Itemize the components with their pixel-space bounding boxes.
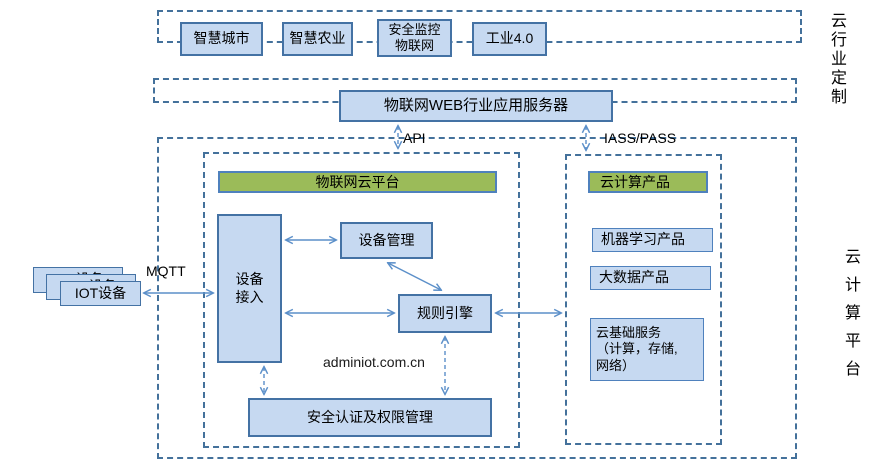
iot-device-front: IOT设备 xyxy=(60,281,141,306)
cloud-platform-container xyxy=(157,137,797,459)
node-big-data: 大数据产品 xyxy=(590,266,711,290)
node-auth-permission: 安全认证及权限管理 xyxy=(248,398,492,437)
node-security-monitoring-iot: 安全监控 物联网 xyxy=(377,19,452,57)
node-device-access: 设备 接入 xyxy=(217,214,282,363)
node-device-management: 设备管理 xyxy=(340,222,433,259)
node-smart-city: 智慧城市 xyxy=(180,22,263,56)
cloud-products-container xyxy=(565,154,722,445)
node-rule-engine: 规则引擎 xyxy=(398,294,492,333)
mqtt-label: MQTT xyxy=(146,263,186,279)
side-label-industry-custom: 云行业定制 xyxy=(828,12,845,107)
domain-text: adminiot.com.cn xyxy=(323,354,425,370)
node-machine-learning: 机器学习产品 xyxy=(592,228,713,252)
node-web-app-server: 物联网WEB行业应用服务器 xyxy=(339,90,613,122)
node-industry-4-0: 工业4.0 xyxy=(472,22,547,56)
node-smart-agriculture: 智慧农业 xyxy=(282,22,353,56)
iot-platform-container xyxy=(203,152,520,448)
node-cloud-infra: 云基础服务 （计算，存储, 网络） xyxy=(590,318,704,381)
iass-pass-label: IASS/PASS xyxy=(604,130,677,146)
api-label: API xyxy=(403,130,426,146)
side-label-cloud-platform: 云计算平台 xyxy=(842,248,859,388)
cloud-products-title: 云计算产品 xyxy=(588,171,708,193)
iot-platform-title: 物联网云平台 xyxy=(218,171,497,193)
